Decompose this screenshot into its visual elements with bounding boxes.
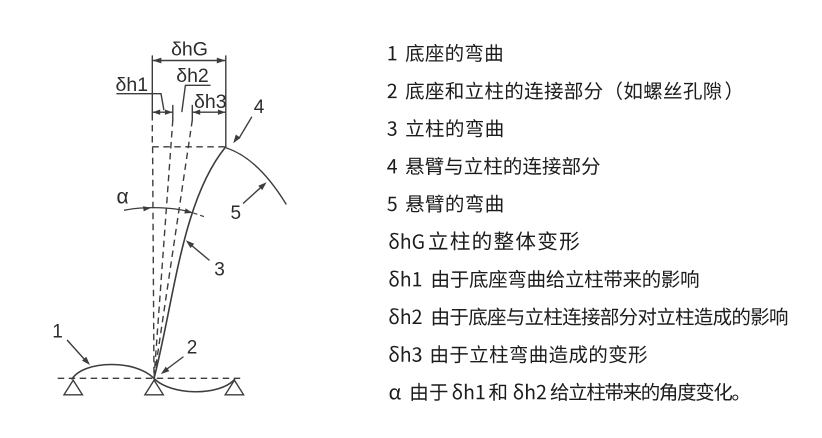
svg-text:δh2: δh2 — [176, 65, 209, 87]
svg-text:δh3: δh3 — [194, 91, 227, 113]
svg-text:2: 2 — [187, 337, 198, 358]
svg-text:α: α — [117, 186, 129, 209]
svg-text:5: 5 — [231, 203, 242, 224]
svg-text:4: 4 — [254, 97, 265, 118]
svg-text:δhG: δhG — [171, 39, 208, 61]
svg-text:δh1: δh1 — [116, 74, 149, 96]
svg-text:1: 1 — [52, 321, 63, 342]
svg-text:3: 3 — [214, 259, 225, 280]
